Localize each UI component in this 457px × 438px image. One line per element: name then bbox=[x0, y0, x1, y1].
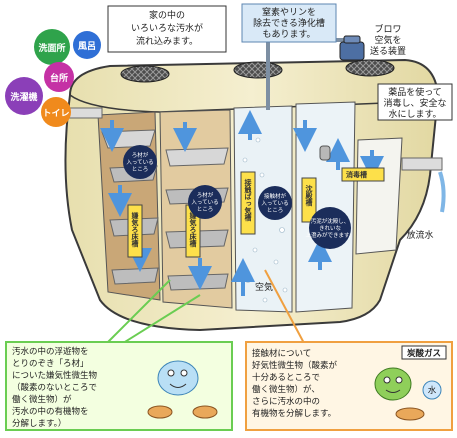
svg-text:いろいろな汚水が: いろいろな汚水が bbox=[131, 22, 203, 34]
svg-text:薬品を使って: 薬品を使って bbox=[388, 86, 442, 98]
svg-text:嫌気ろ床槽: 嫌気ろ床槽 bbox=[189, 211, 198, 248]
outlet-pipe bbox=[401, 157, 443, 171]
svg-text:働く微生物）が: 働く微生物）が bbox=[12, 394, 72, 405]
svg-text:空気を: 空気を bbox=[374, 34, 401, 46]
anaerobic-info-box: 汚水の中の浮遊物を とりのぞき「ろ材」 についた嫌気性微生物 （酸素のないところ… bbox=[5, 341, 233, 431]
svg-text:入っている: 入っている bbox=[191, 199, 218, 206]
manhole-cover bbox=[345, 59, 395, 77]
svg-text:汚泥が沈殿し、: 汚泥が沈殿し、 bbox=[311, 217, 350, 225]
disinfect-callout: 薬品を使って 消毒し、安全な 水にします。 bbox=[377, 83, 453, 121]
svg-text:送る装置: 送る装置 bbox=[370, 45, 406, 57]
svg-text:接触ばっ気槽: 接触ばっ気槽 bbox=[244, 178, 253, 222]
svg-text:ところ: ところ bbox=[267, 207, 284, 214]
svg-text:トイレ: トイレ bbox=[42, 108, 69, 119]
svg-text:接触材が: 接触材が bbox=[264, 192, 287, 200]
media-circle-2: ろ材が 入っている ところ bbox=[188, 185, 222, 219]
aerobic-microbe-character bbox=[374, 367, 412, 401]
svg-text:汚水の中の有機物を: 汚水の中の有機物を bbox=[12, 406, 89, 417]
svg-text:洗濯機: 洗濯機 bbox=[10, 91, 37, 103]
svg-text:消毒し、安全な: 消毒し、安全な bbox=[383, 97, 446, 109]
source-kitchen: 台所 bbox=[44, 62, 74, 92]
svg-text:働く微生物）が、: 働く微生物）が、 bbox=[252, 384, 320, 395]
tank-label-3: 接触ばっ気槽 bbox=[240, 171, 256, 235]
organic-matter-icon bbox=[147, 405, 218, 419]
pointer-lines bbox=[104, 269, 306, 346]
svg-text:洗面所: 洗面所 bbox=[38, 42, 65, 54]
svg-text:入っている: 入っている bbox=[126, 159, 153, 166]
svg-text:家の中の: 家の中の bbox=[149, 9, 185, 21]
nitrogen-callout: 窒素やリンを 除去できる浄化槽 もあります。 bbox=[241, 3, 337, 43]
outflow-stream bbox=[438, 171, 446, 213]
svg-text:ろ材が: ろ材が bbox=[197, 191, 214, 199]
svg-text:炭酸ガス: 炭酸ガス bbox=[407, 348, 441, 359]
svg-text:きれいな: きれいな bbox=[319, 225, 342, 232]
manhole-cover bbox=[233, 61, 283, 79]
svg-text:ろ材が: ろ材が bbox=[132, 151, 149, 159]
svg-text:好気性微生物（酸素が: 好気性微生物（酸素が bbox=[252, 360, 338, 371]
aerobic-info-box: 接触材について 好気性微生物（酸素が 十分あるところで 働く微生物）が、 さらに… bbox=[245, 341, 453, 431]
svg-text:接触材について: 接触材について bbox=[252, 348, 311, 359]
disinfectant-tube bbox=[319, 145, 331, 161]
chamber-5 bbox=[355, 137, 403, 255]
svg-text:嫌気ろ床槽: 嫌気ろ床槽 bbox=[131, 211, 140, 248]
svg-text:消毒槽: 消毒槽 bbox=[346, 170, 367, 179]
source-washroom: 洗面所 bbox=[34, 29, 70, 65]
manhole-cover bbox=[120, 65, 170, 83]
source-toilet: トイレ bbox=[41, 97, 71, 127]
svg-text:分解します。）: 分解します。） bbox=[12, 418, 66, 429]
blower-callout: ブロワ 空気を 送る装置 bbox=[370, 23, 406, 57]
svg-text:ところ: ところ bbox=[132, 166, 149, 173]
svg-text:十分あるところで: 十分あるところで bbox=[252, 372, 320, 383]
water-drop-icon: 水 bbox=[422, 380, 442, 400]
source-washer: 洗濯機 bbox=[5, 77, 43, 115]
media-circle-1: ろ材が 入っている ところ bbox=[123, 145, 157, 179]
svg-text:上澄みができます。: 上澄みができます。 bbox=[306, 231, 355, 239]
svg-text:とりのぞき「ろ材」: とりのぞき「ろ材」 bbox=[12, 358, 89, 369]
outflow-label: 放流水 bbox=[406, 229, 433, 241]
svg-text:汚水の中の浮遊物を: 汚水の中の浮遊物を bbox=[12, 346, 89, 357]
svg-text:有機物を分解します。: 有機物を分解します。 bbox=[252, 408, 336, 419]
svg-text:入っている: 入っている bbox=[261, 200, 288, 207]
inflow-callout: 家の中の いろいろな汚水が 流れ込みます。 bbox=[107, 5, 227, 53]
svg-text:さらに汚水の中の: さらに汚水の中の bbox=[252, 396, 320, 407]
blower-unit bbox=[339, 35, 365, 61]
svg-text:台所: 台所 bbox=[50, 72, 68, 84]
settling-circle: 汚泥が沈殿し、 きれいな 上澄みができます。 bbox=[306, 207, 355, 249]
svg-text:沈殿槽: 沈殿槽 bbox=[305, 184, 314, 207]
svg-text:についた嫌気性微生物: についた嫌気性微生物 bbox=[12, 370, 98, 381]
svg-text:風呂: 風呂 bbox=[78, 41, 96, 52]
source-bath: 風呂 bbox=[73, 31, 101, 59]
tank-label-4: 沈殿槽 bbox=[301, 177, 317, 223]
tank-label-5: 消毒槽 bbox=[341, 167, 385, 182]
svg-text:窒素やリンを: 窒素やリンを bbox=[262, 6, 316, 18]
svg-text:流れ込みます。: 流れ込みます。 bbox=[136, 35, 198, 47]
svg-text:もあります。: もあります。 bbox=[262, 29, 315, 40]
svg-text:水にします。: 水にします。 bbox=[388, 108, 441, 120]
tank-label-1: 嫌気ろ床槽 bbox=[127, 204, 143, 258]
air-label: 空気 bbox=[255, 281, 273, 293]
organic-matter-icon bbox=[395, 407, 425, 421]
svg-text:ところ: ところ bbox=[197, 206, 214, 213]
svg-text:水: 水 bbox=[428, 385, 437, 396]
svg-text:除去できる浄化槽: 除去できる浄化槽 bbox=[253, 17, 325, 29]
svg-text:（酸素のないところで: （酸素のないところで bbox=[12, 382, 97, 393]
media-circle-3: 接触材が 入っている ところ bbox=[258, 186, 292, 220]
microbe-character bbox=[157, 360, 199, 396]
svg-text:ブロワ: ブロワ bbox=[374, 23, 401, 35]
